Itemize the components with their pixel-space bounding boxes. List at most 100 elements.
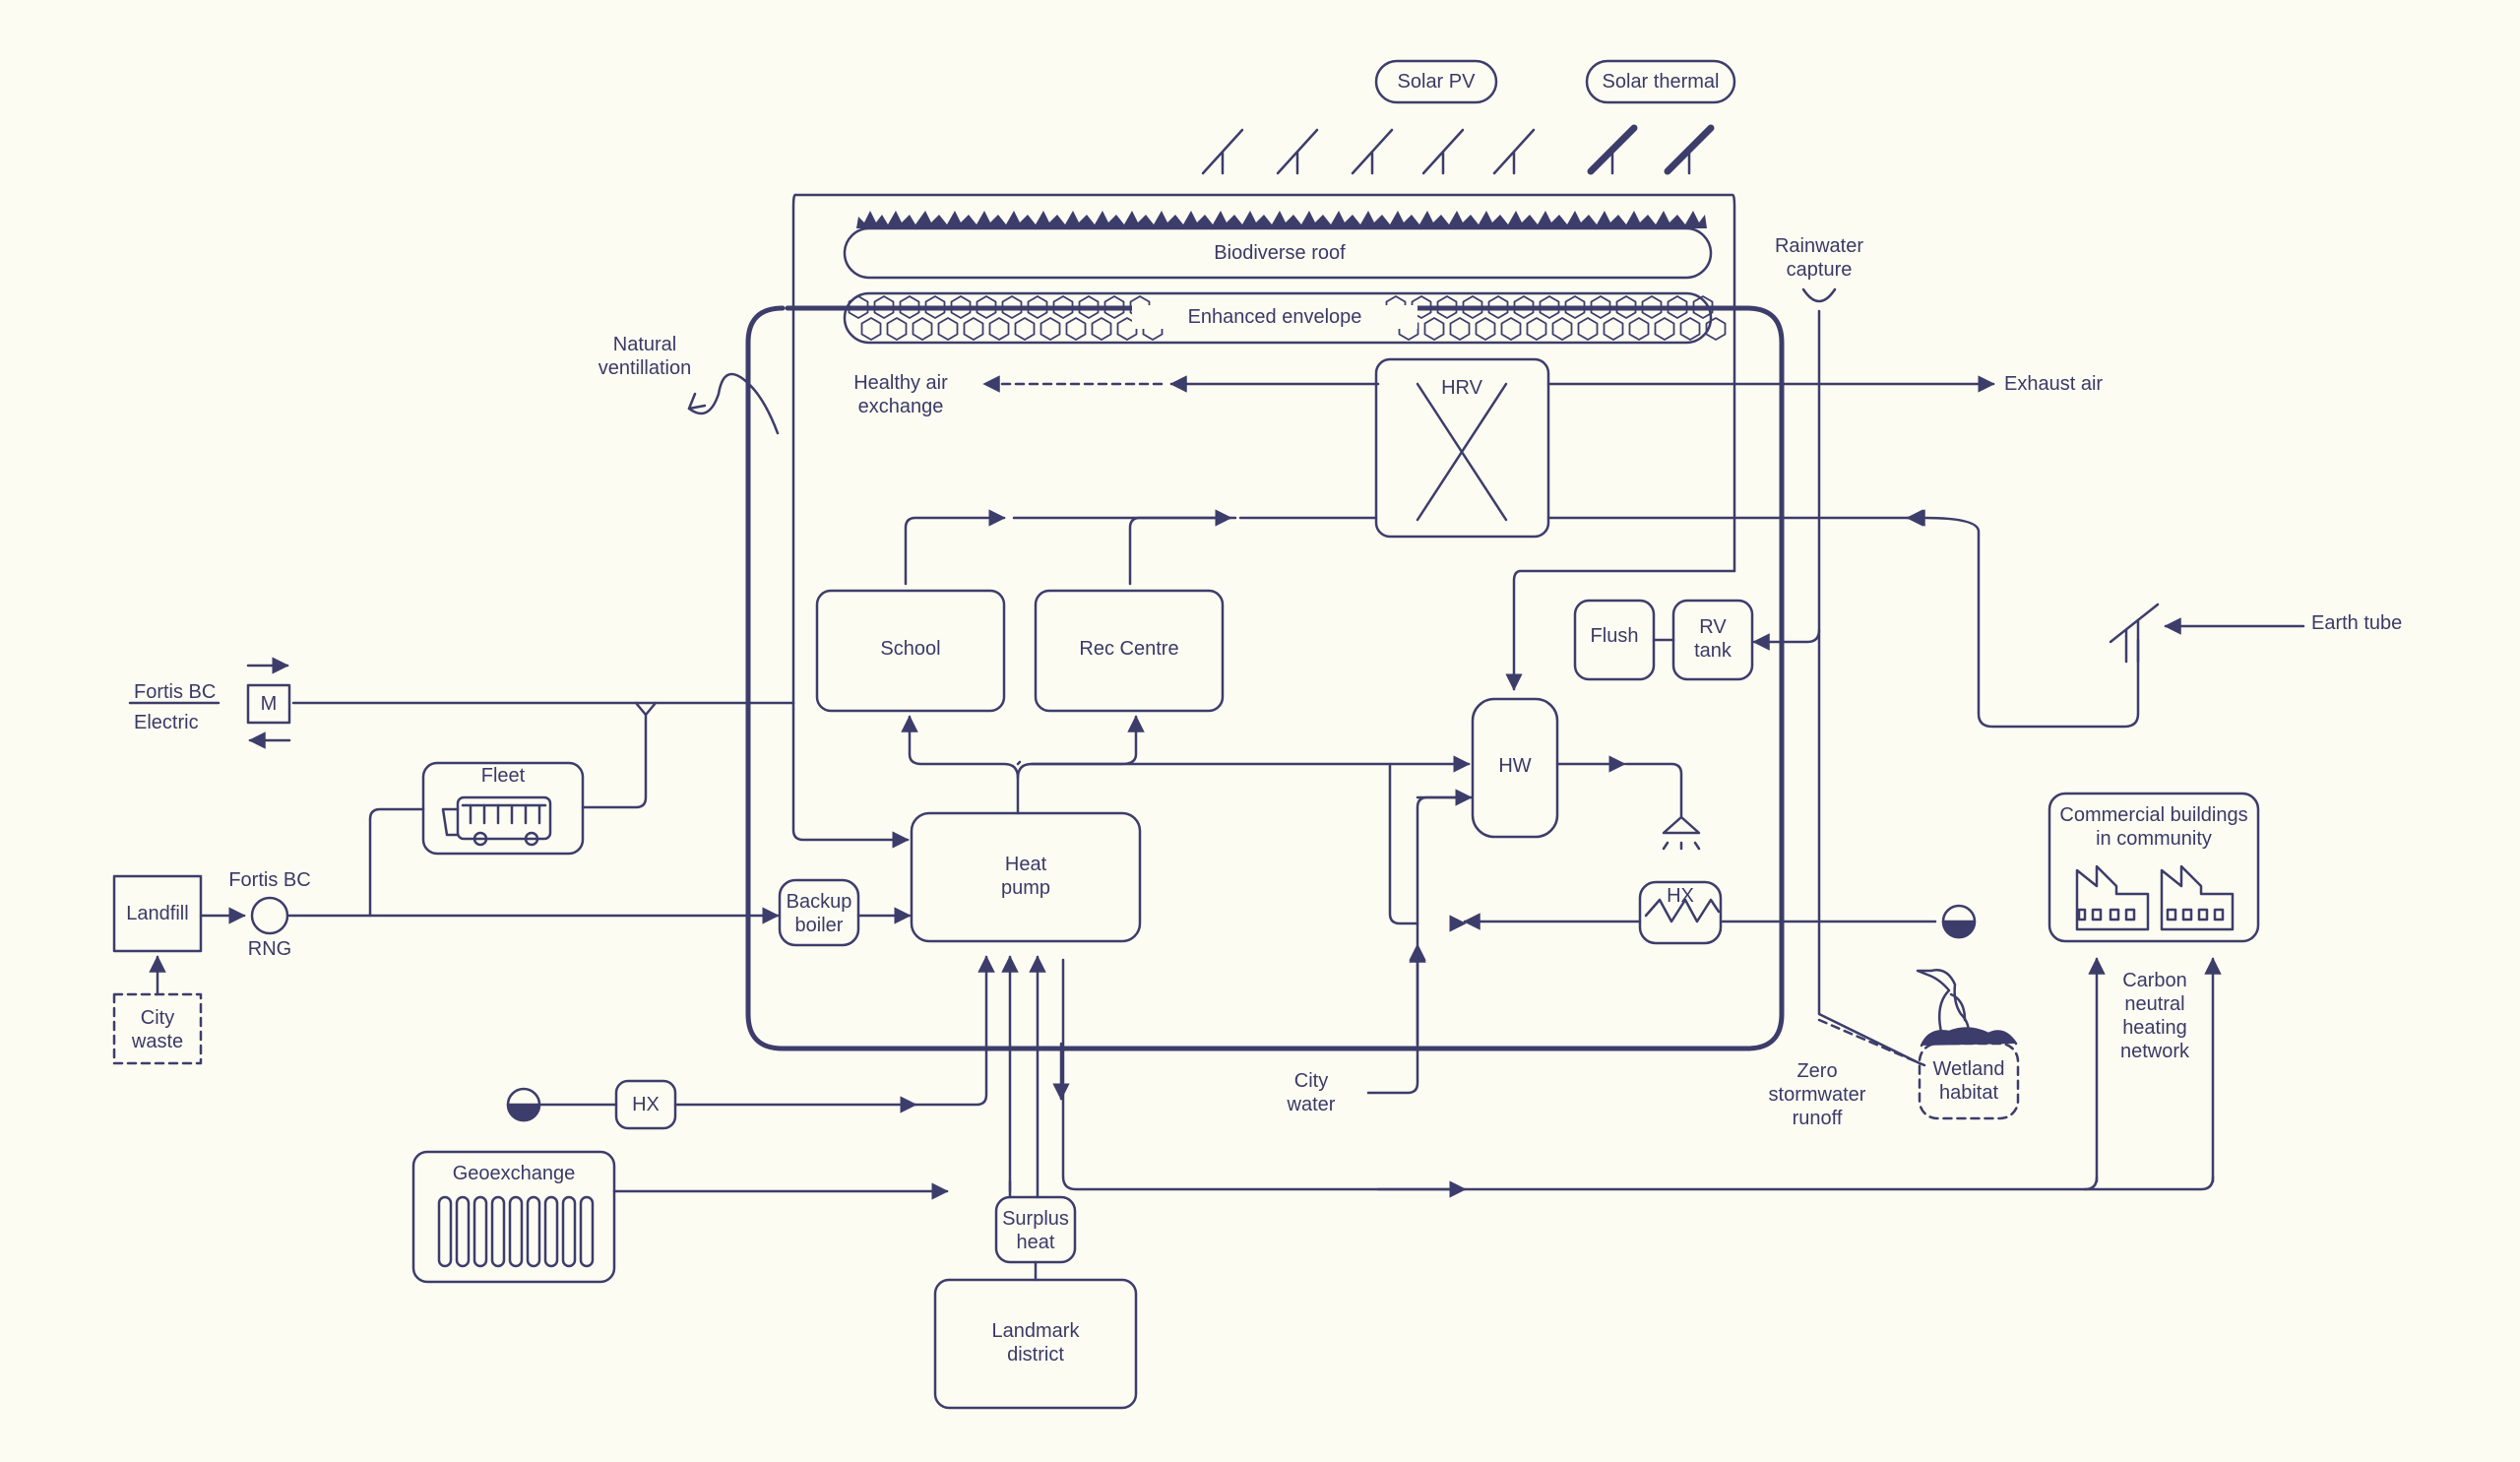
biodiverse-roof-label: Biodiverse roof (1214, 242, 1346, 264)
rv-tank-label: RV tank (1694, 616, 1732, 662)
surplus-heat-label: Surplus heat (1002, 1208, 1069, 1253)
commercial-label: Commercial buildings in community (2059, 804, 2248, 850)
envelope-hexagon (899, 295, 920, 319)
envelope-hexagon (1628, 317, 1650, 341)
envelope-hexagon (1590, 295, 1611, 319)
envelope-hexagon (886, 317, 908, 341)
solar-pv-label: Solar PV (1397, 71, 1476, 93)
fortis-rng-top-label: Fortis BC (228, 869, 311, 891)
landfill-label: Landfill (126, 903, 189, 924)
envelope-hexagon (1667, 295, 1688, 319)
flush-label: Flush (1590, 625, 1639, 647)
geoexchange-coils (437, 1195, 595, 1268)
fortis-rng-bottom-label: RNG (247, 938, 292, 960)
meter-label: M (260, 693, 278, 715)
envelope-hexagon (1065, 317, 1087, 341)
landmark-label: Landmark district (991, 1320, 1080, 1366)
envelope-hexagon (1615, 295, 1637, 319)
roof-vegetation (856, 211, 1707, 228)
envelope-hexagon (924, 295, 946, 319)
heat-pump-box (910, 811, 1142, 943)
solar-pv-panel-icon (1201, 128, 1536, 175)
geoexchange-box (411, 1150, 616, 1284)
enhanced-envelope-box (843, 291, 1713, 345)
hw-box (1471, 697, 1559, 839)
envelope-hexagon (848, 295, 869, 319)
envelope-hexagon (1526, 317, 1547, 341)
factory-icon (2075, 864, 2235, 931)
school-label: School (880, 638, 941, 660)
heron-icon (1916, 969, 2018, 1048)
landfill-box (112, 874, 203, 953)
envelope-hexagon (1027, 295, 1048, 319)
envelope-hexagon (1423, 317, 1445, 341)
envelope-hexagon (1564, 295, 1586, 319)
envelope-hexagon (1654, 317, 1675, 341)
envelope-hexagon (1539, 295, 1560, 319)
building-inner-shell (745, 305, 1785, 1051)
bus-icon (441, 795, 552, 847)
envelope-hexagon (873, 295, 895, 319)
exhaust-air-label: Exhaust air (2004, 373, 2104, 395)
hrv-label: HRV (1441, 377, 1482, 399)
fortis-electric-label: Fortis BC Electric (134, 681, 217, 733)
envelope-hexagon (1692, 295, 1714, 319)
envelope-hexagon (1436, 295, 1458, 319)
solar-thermal-label: Solar thermal (1602, 71, 1720, 93)
envelope-hexagon (1500, 317, 1522, 341)
building-outer-shell (793, 193, 1736, 573)
geoexchange-label: Geoexchange (452, 1163, 576, 1184)
envelope-hexagon (1487, 295, 1509, 319)
envelope-hexagon (1705, 317, 1727, 341)
meter-box (246, 683, 291, 725)
envelope-hexagon (1577, 317, 1599, 341)
envelope-hexagon (1641, 295, 1663, 319)
enhanced-envelope-label: Enhanced envelope (1132, 305, 1418, 329)
backup-boiler-box (778, 878, 860, 947)
hx-left-label: HX (632, 1094, 660, 1115)
hrv-box (1374, 357, 1550, 539)
envelope-hexagon (1411, 295, 1432, 319)
fleet-label: Fleet (480, 765, 526, 787)
city-water-label: City water (1287, 1070, 1336, 1115)
envelope-hexagon (1513, 295, 1535, 319)
city-waste-label: City waste (131, 1007, 184, 1052)
envelope-hexagon (963, 317, 984, 341)
envelope-hexagon (1603, 317, 1624, 341)
envelope-hexagon (1103, 295, 1125, 319)
envelope-hexagon (937, 317, 959, 341)
rec-centre-label: Rec Centre (1079, 638, 1179, 660)
envelope-hexagon (1551, 317, 1573, 341)
envelope-hexagon (912, 317, 933, 341)
solar-thermal-panel-icon (1587, 124, 1715, 175)
envelope-hexagon (1001, 295, 1023, 319)
envelope-hexagon (1014, 317, 1036, 341)
landmark-box (933, 1278, 1138, 1410)
healthy-air-label: Healthy air exchange (853, 372, 948, 417)
envelope-hexagon (950, 295, 972, 319)
envelope-hexagon (1078, 295, 1100, 319)
school-box (815, 589, 1006, 713)
envelope-hexagon (988, 317, 1010, 341)
shower-icon (1662, 815, 1701, 851)
envelope-hexagon (976, 295, 997, 319)
wetland-label: Wetland habitat (1932, 1058, 2005, 1104)
envelope-hexagon (1462, 295, 1483, 319)
envelope-hexagon (1449, 317, 1471, 341)
envelope-hexagon (1475, 317, 1496, 341)
envelope-hexagon (1052, 295, 1074, 319)
commercial-box (2048, 792, 2260, 943)
envelope-hexagon (1091, 317, 1112, 341)
carbon-neutral-label: Carbon neutral heating network (2119, 970, 2190, 1062)
envelope-hexagons (848, 295, 1727, 341)
hw-label: HW (1498, 755, 1532, 777)
envelope-hexagon (1040, 317, 1061, 341)
hx-right-box (1638, 880, 1723, 945)
earth-tube-label: Earth tube (2311, 612, 2403, 634)
biodiverse-roof-box (843, 226, 1713, 280)
backup-boiler-label: Backup boiler (786, 891, 852, 936)
rainwater-label: Rainwater capture (1774, 235, 1864, 281)
zero-stormwater-label: Zero stormwater runoff (1768, 1060, 1866, 1129)
